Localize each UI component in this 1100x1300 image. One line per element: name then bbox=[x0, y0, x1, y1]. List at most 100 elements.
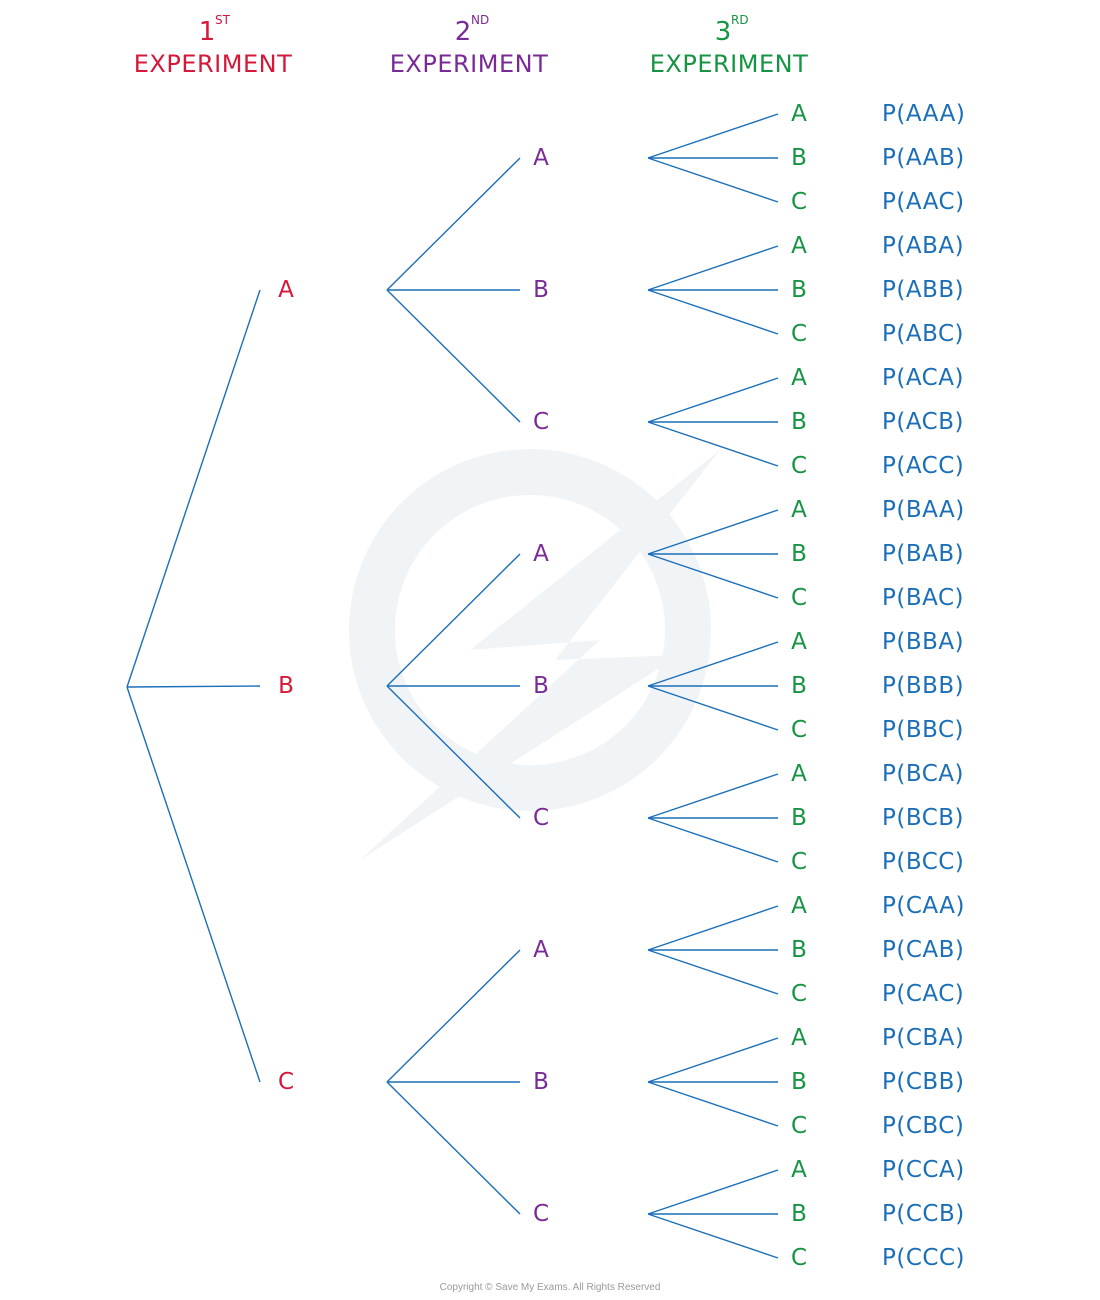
header-number: 1 bbox=[199, 17, 216, 47]
branch-level3-BBC bbox=[647, 685, 779, 731]
node-level3-CCC: C bbox=[791, 1245, 807, 1271]
probability-label: P(ACB) bbox=[882, 409, 964, 435]
node-level3-BAB: B bbox=[791, 541, 807, 567]
node-level3-BCC: C bbox=[791, 849, 807, 875]
node-level3-ACB: B bbox=[791, 409, 807, 435]
node-level3-ACA: A bbox=[791, 365, 807, 391]
node-level3-BBA: A bbox=[791, 629, 807, 655]
branch-level1-B bbox=[126, 685, 261, 688]
node-level2-AB: B bbox=[533, 277, 549, 303]
header-title: EXPERIMENT bbox=[390, 50, 548, 78]
header-title: EXPERIMENT bbox=[134, 50, 292, 78]
header-title: EXPERIMENT bbox=[650, 50, 808, 78]
probability-label: P(CAA) bbox=[882, 893, 965, 919]
node-level3-BAC: C bbox=[791, 585, 807, 611]
branch-level3-ABC bbox=[647, 289, 779, 335]
node-level1-A: A bbox=[278, 277, 294, 303]
node-level2-BB: B bbox=[533, 673, 549, 699]
probability-label: P(BBA) bbox=[882, 629, 964, 655]
probability-label: P(AAB) bbox=[882, 145, 965, 171]
probability-label: P(BCC) bbox=[882, 849, 964, 875]
probability-label: P(BCB) bbox=[882, 805, 964, 831]
branch-level2-BC bbox=[386, 685, 521, 819]
node-level2-CA: A bbox=[533, 937, 549, 963]
branch-level3-CCC bbox=[647, 1213, 779, 1259]
node-level2-AC: C bbox=[533, 409, 549, 435]
probability-labels: P(AAA)P(AAB)P(AAC)P(ABA)P(ABB)P(ABC)P(AC… bbox=[882, 101, 965, 1271]
branch-level3-CCA bbox=[647, 1169, 779, 1215]
node-level1-C: C bbox=[278, 1069, 294, 1095]
node-level3-CBB: B bbox=[791, 1069, 807, 1095]
node-level3-CAA: A bbox=[791, 893, 807, 919]
node-level3-CBC: C bbox=[791, 1113, 807, 1139]
header-ordinal-suffix: ND bbox=[471, 13, 489, 27]
branch-level2-CA bbox=[386, 949, 521, 1083]
node-level3-ABA: A bbox=[791, 233, 807, 259]
probability-label: P(CAB) bbox=[882, 937, 964, 963]
probability-label: P(CCA) bbox=[882, 1157, 965, 1183]
branch-level3-CAA bbox=[647, 905, 779, 951]
header-ordinal-suffix: RD bbox=[731, 13, 749, 27]
branch-level1-C bbox=[126, 686, 261, 1083]
probability-label: P(AAC) bbox=[882, 189, 965, 215]
node-level3-ABB: B bbox=[791, 277, 807, 303]
node-level3-BAA: A bbox=[791, 497, 807, 523]
probability-label: P(CAC) bbox=[882, 981, 964, 1007]
branch-level3-ACA bbox=[647, 377, 779, 423]
copyright-notice: Copyright © Save My Exams. All Rights Re… bbox=[440, 1282, 661, 1293]
probability-label: P(ABC) bbox=[882, 321, 964, 347]
probability-label: P(AAA) bbox=[882, 101, 965, 127]
probability-label: P(CBC) bbox=[882, 1113, 964, 1139]
node-level3-CBA: A bbox=[791, 1025, 807, 1051]
header-number: 3 bbox=[715, 17, 732, 47]
probability-label: P(CCB) bbox=[882, 1201, 965, 1227]
probability-label: P(BCA) bbox=[882, 761, 964, 787]
node-level3-CAB: B bbox=[791, 937, 807, 963]
watermark-ring bbox=[349, 449, 711, 811]
branch-level3-BAC bbox=[647, 553, 779, 599]
node-level3-CCB: B bbox=[791, 1201, 807, 1227]
branch-level3-BAA bbox=[647, 509, 779, 555]
probability-label: P(BBB) bbox=[882, 673, 964, 699]
branch-level2-AA bbox=[386, 157, 521, 291]
node-level3-ACC: C bbox=[791, 453, 807, 479]
probability-label: P(BAC) bbox=[882, 585, 964, 611]
node-level3-BBB: B bbox=[791, 673, 807, 699]
header-ordinal-suffix: ST bbox=[215, 13, 231, 27]
node-level2-BC: C bbox=[533, 805, 549, 831]
branch-level3-AAA bbox=[647, 113, 779, 159]
branch-level3-BCA bbox=[647, 773, 779, 819]
probability-label: P(CBA) bbox=[882, 1025, 964, 1051]
node-level3-CCA: A bbox=[791, 1157, 807, 1183]
node-level3-CAC: C bbox=[791, 981, 807, 1007]
branch-level2-BA bbox=[386, 553, 521, 687]
branch-level2-AC bbox=[386, 289, 521, 423]
watermark-logo bbox=[349, 449, 720, 860]
probability-label: P(BBC) bbox=[882, 717, 964, 743]
probability-label: P(BAA) bbox=[882, 497, 965, 523]
watermark-bolt bbox=[360, 450, 720, 860]
branch-level3-BCC bbox=[647, 817, 779, 863]
branch-level3-CBC bbox=[647, 1081, 779, 1127]
branch-level3-CAC bbox=[647, 949, 779, 995]
node-level3-AAB: B bbox=[791, 145, 807, 171]
branch-level3-ABA bbox=[647, 245, 779, 291]
branch-level3-CBA bbox=[647, 1037, 779, 1083]
probability-label: P(ABA) bbox=[882, 233, 964, 259]
branch-level3-ACC bbox=[647, 421, 779, 467]
branch-level1-A bbox=[126, 289, 261, 688]
tree-branches bbox=[126, 113, 779, 1259]
probability-label: P(CBB) bbox=[882, 1069, 964, 1095]
header-number: 2 bbox=[455, 17, 472, 47]
probability-label: P(ACC) bbox=[882, 453, 964, 479]
node-level3-ABC: C bbox=[791, 321, 807, 347]
node-level3-AAA: A bbox=[791, 101, 807, 127]
node-level2-AA: A bbox=[533, 145, 549, 171]
